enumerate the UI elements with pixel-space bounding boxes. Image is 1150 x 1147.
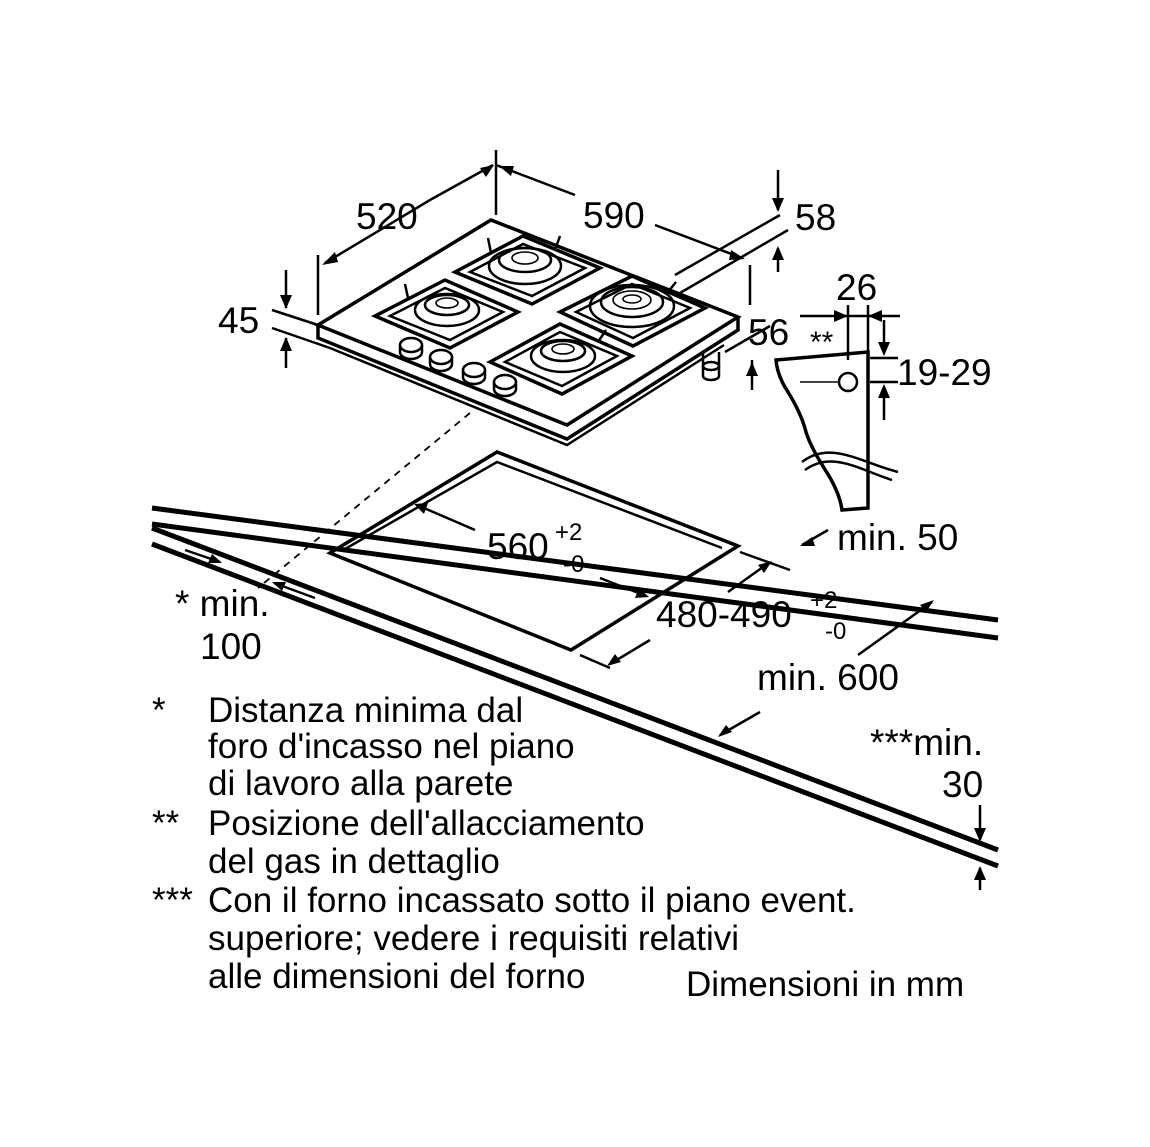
dim-cutout-depth-tol-minus: -0	[825, 618, 846, 645]
note-3-mark: ***	[152, 881, 193, 920]
dim-min-wall-line2: 100	[200, 626, 262, 667]
note-1-line-2: foro d'incasso nel piano	[208, 727, 575, 766]
control-knobs	[398, 336, 518, 398]
dim-cutout-width-tol-minus: -0	[563, 551, 584, 578]
dim-width-label: 590	[583, 195, 645, 236]
dim-connector-mark: **	[810, 326, 834, 359]
note-2-line-2: del gas in dettaglio	[208, 842, 500, 881]
dimension-arrows	[208, 165, 986, 880]
dim-cutout-depth-label: 480-490	[656, 594, 792, 635]
dim-connector-offset-label: 26	[836, 267, 877, 308]
dim-connector-height-label: 19-29	[897, 352, 992, 393]
hob	[314, 218, 742, 447]
dim-depth-label: 520	[356, 196, 418, 237]
knob-4	[492, 373, 518, 398]
dim-height-total-label: 58	[795, 197, 836, 238]
burner-back-left	[487, 246, 563, 286]
note-2-mark: **	[152, 804, 180, 843]
dim-min-wall-line1: * min.	[175, 583, 270, 624]
dimension-labels: 520 590 58 45 56 26 ** 19-29 560 +2 -0 4…	[175, 195, 992, 805]
dim-min-back-label: min. 50	[837, 517, 958, 558]
gas-connection-detail	[774, 350, 899, 512]
note-3-line-3: alle dimensioni del forno	[208, 957, 585, 996]
dim-height-base-label: 45	[218, 300, 259, 341]
note-3-line-2: superiore; vedere i requisiti relativi	[208, 919, 739, 958]
grate-front-right	[486, 322, 636, 396]
knob-3	[461, 361, 487, 386]
dim-height-side-label: 56	[748, 312, 789, 353]
dim-cutout-width-label: 560	[487, 526, 549, 567]
knob-1	[398, 336, 424, 361]
countertop	[151, 505, 999, 869]
note-1-mark: *	[152, 691, 166, 730]
gas-connector	[701, 352, 721, 382]
dim-min-depth-label: min. 600	[757, 657, 899, 698]
cutout	[326, 450, 742, 652]
footnotes: * Distanza minima dal foro d'incasso nel…	[152, 691, 964, 1004]
burner-front-right	[529, 338, 597, 374]
dim-cutout-width-tol-plus: +2	[555, 519, 582, 546]
note-1-line-1: Distanza minima dal	[208, 691, 523, 730]
alignment-dashed-line	[257, 412, 471, 589]
note-3-line-1: Con il forno incassato sotto il piano ev…	[208, 881, 856, 920]
dim-min-oven-line2: 30	[942, 764, 983, 805]
dim-min-oven-line1: ***min.	[870, 722, 983, 763]
units-label: Dimensioni in mm	[686, 965, 964, 1004]
burner-back-right-wok	[588, 283, 676, 329]
burner-front-left	[413, 292, 481, 328]
dim-cutout-depth-tol-plus: +2	[810, 587, 837, 614]
note-1-line-3: di lavoro alla parete	[208, 764, 513, 803]
note-2-line-1: Posizione dell'allacciamento	[208, 804, 645, 843]
knob-2	[428, 348, 454, 373]
